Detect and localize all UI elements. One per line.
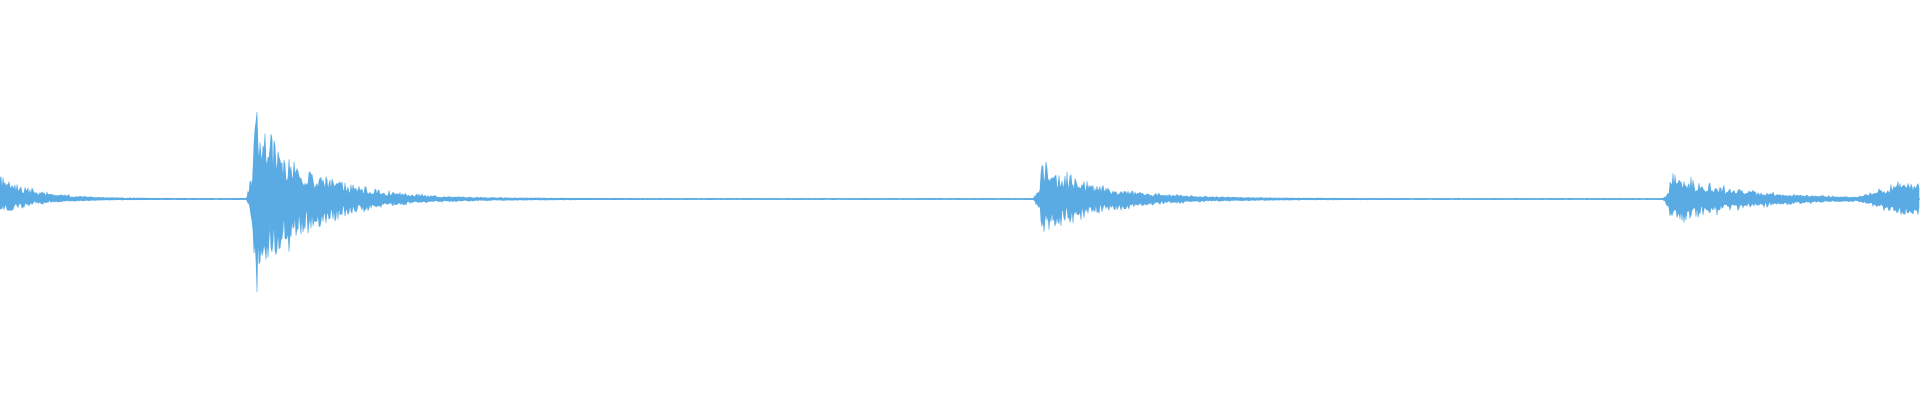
waveform-envelope bbox=[0, 111, 1920, 293]
